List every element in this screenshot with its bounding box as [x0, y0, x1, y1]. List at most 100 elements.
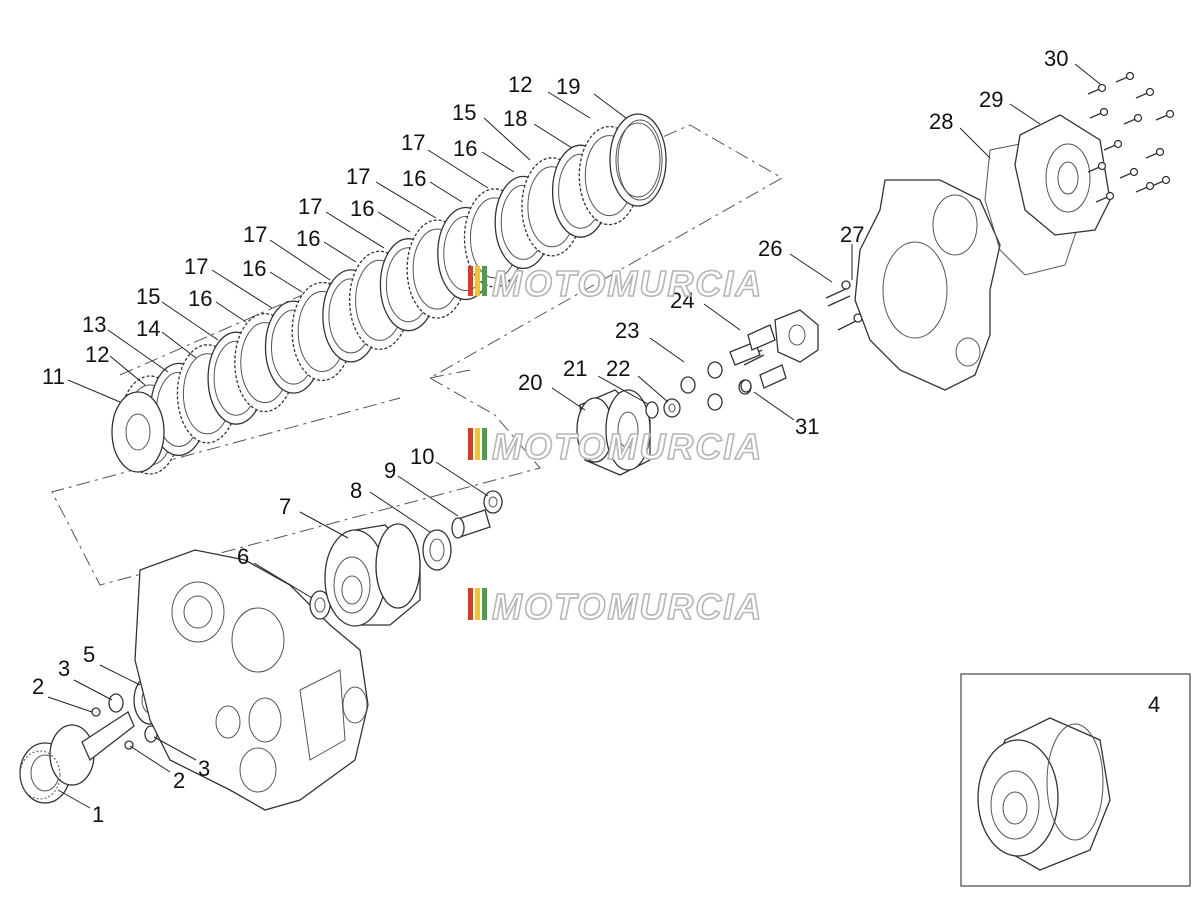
screw-head [1125, 71, 1135, 81]
callout-24: 24 [670, 288, 694, 313]
callout-15-top: 15 [452, 100, 476, 125]
part-19-wire-ring [617, 119, 663, 201]
callout-29: 29 [979, 87, 1003, 112]
callout-8: 8 [350, 478, 362, 503]
screw-head [1099, 107, 1109, 117]
callout-2-top: 2 [32, 674, 44, 699]
callout-19: 19 [556, 74, 580, 99]
inset-part-4: 4 [960, 673, 1191, 887]
callout-16-a: 16 [188, 286, 212, 311]
watermark-bottom: MOTOMURCIA [468, 585, 763, 628]
callout-17-b: 17 [243, 222, 267, 247]
screw-head [1155, 147, 1165, 157]
part-29-cover-plate [1014, 114, 1111, 236]
part-11-hub [125, 413, 151, 451]
watermark-text-bottom: MOTOMURCIA [492, 586, 763, 627]
screw-head [1105, 191, 1115, 201]
callout-labels: 1 2 2 3 3 5 6 7 8 9 10 11 12 12 13 14 15 [32, 46, 1101, 827]
watermark-stripe-green [482, 266, 487, 296]
screw-head [1145, 87, 1155, 97]
callout-21: 21 [563, 356, 587, 381]
callout-9: 9 [384, 458, 396, 483]
callout-16-c: 16 [296, 226, 320, 251]
part-31-washer [740, 379, 752, 393]
callout-31: 31 [795, 414, 819, 439]
callout-3-top: 3 [58, 656, 70, 681]
watermark-stripe-red [468, 266, 473, 296]
screw-head [1097, 161, 1107, 171]
callout-28: 28 [929, 109, 953, 134]
friction-disc [609, 113, 667, 207]
callout-16-f: 16 [453, 136, 477, 161]
screw-head [1133, 113, 1143, 123]
callout-16-d: 16 [350, 196, 374, 221]
watermark-stripe-yellow [475, 266, 480, 296]
crankcase-housing [134, 549, 369, 811]
watermark-text-middle: MOTOMURCIA [492, 426, 763, 467]
callout-17-c: 17 [298, 194, 322, 219]
watermark-top: MOTOMURCIA [468, 262, 763, 305]
callout-12-left: 12 [85, 342, 109, 367]
watermark-stripe-yellow [475, 588, 480, 620]
callout-22: 22 [606, 356, 630, 381]
callout-6: 6 [237, 544, 249, 569]
part-25-pressure-plate [774, 309, 819, 363]
watermark-stripe-red [468, 588, 473, 620]
part-11-pressure-disc [111, 391, 165, 473]
callout-20: 20 [518, 370, 542, 395]
screw-head [1165, 109, 1175, 119]
part-26-bolts [825, 280, 863, 331]
callout-5: 5 [83, 642, 95, 667]
callout-18: 18 [503, 106, 527, 131]
part-9-spacer-bushing [451, 509, 491, 539]
callout-27: 27 [840, 222, 864, 247]
part-7-clutch-basket [324, 523, 421, 627]
clutch-plate-stack [111, 113, 667, 475]
part-10-thrust-washer [483, 490, 503, 514]
part-24-springs [729, 324, 787, 389]
part-30-screws [1087, 71, 1175, 203]
part-27-clutch-cover [854, 179, 1001, 391]
assembly-guide-lines [51, 124, 784, 586]
callout-14: 14 [136, 316, 160, 341]
callout-7: 7 [279, 494, 291, 519]
watermark-stripe-red [468, 428, 473, 460]
watermark-stripe-yellow [475, 428, 480, 460]
callout-11: 11 [42, 364, 65, 389]
screw-head [1129, 167, 1139, 177]
callout-4: 4 [1148, 692, 1160, 717]
callout-17-a: 17 [184, 254, 208, 279]
watermark-stripe-green [482, 428, 487, 460]
callout-13: 13 [82, 312, 106, 337]
callout-15-left: 15 [136, 284, 160, 309]
part-21-washer [645, 401, 659, 419]
watermark-stripe-green [482, 588, 487, 620]
screw-head [1097, 83, 1107, 93]
part-1-gear-shaft [19, 711, 135, 804]
callout-26: 26 [758, 236, 782, 261]
screw-head [1145, 181, 1155, 191]
plate-inner-ring [615, 122, 661, 198]
callout-1: 1 [92, 802, 104, 827]
part-2-3-screws-washers [91, 693, 158, 750]
screw-head [1161, 175, 1171, 185]
watermark-text-top: MOTOMURCIA [492, 263, 763, 304]
callout-30: 30 [1044, 46, 1068, 71]
callout-3-bottom: 3 [198, 756, 210, 781]
watermarks: MOTOMURCIA MOTOMURCIA MOTOMURCIA [468, 262, 763, 628]
callout-16-b: 16 [242, 256, 266, 281]
callout-10: 10 [410, 444, 434, 469]
callout-16-e: 16 [402, 166, 426, 191]
callout-2-bottom: 2 [173, 768, 185, 793]
callout-17-d: 17 [346, 164, 370, 189]
part-22-nut [663, 398, 681, 418]
callout-23: 23 [615, 318, 639, 343]
inset-frame [960, 673, 1191, 887]
callout-12-top: 12 [508, 72, 532, 97]
watermark-middle: MOTOMURCIA [468, 425, 763, 468]
callout-17-e: 17 [401, 130, 425, 155]
part-20-clutch-hub [576, 389, 651, 476]
screw-head [1113, 139, 1123, 149]
part-8-needle-bearing [422, 529, 452, 571]
